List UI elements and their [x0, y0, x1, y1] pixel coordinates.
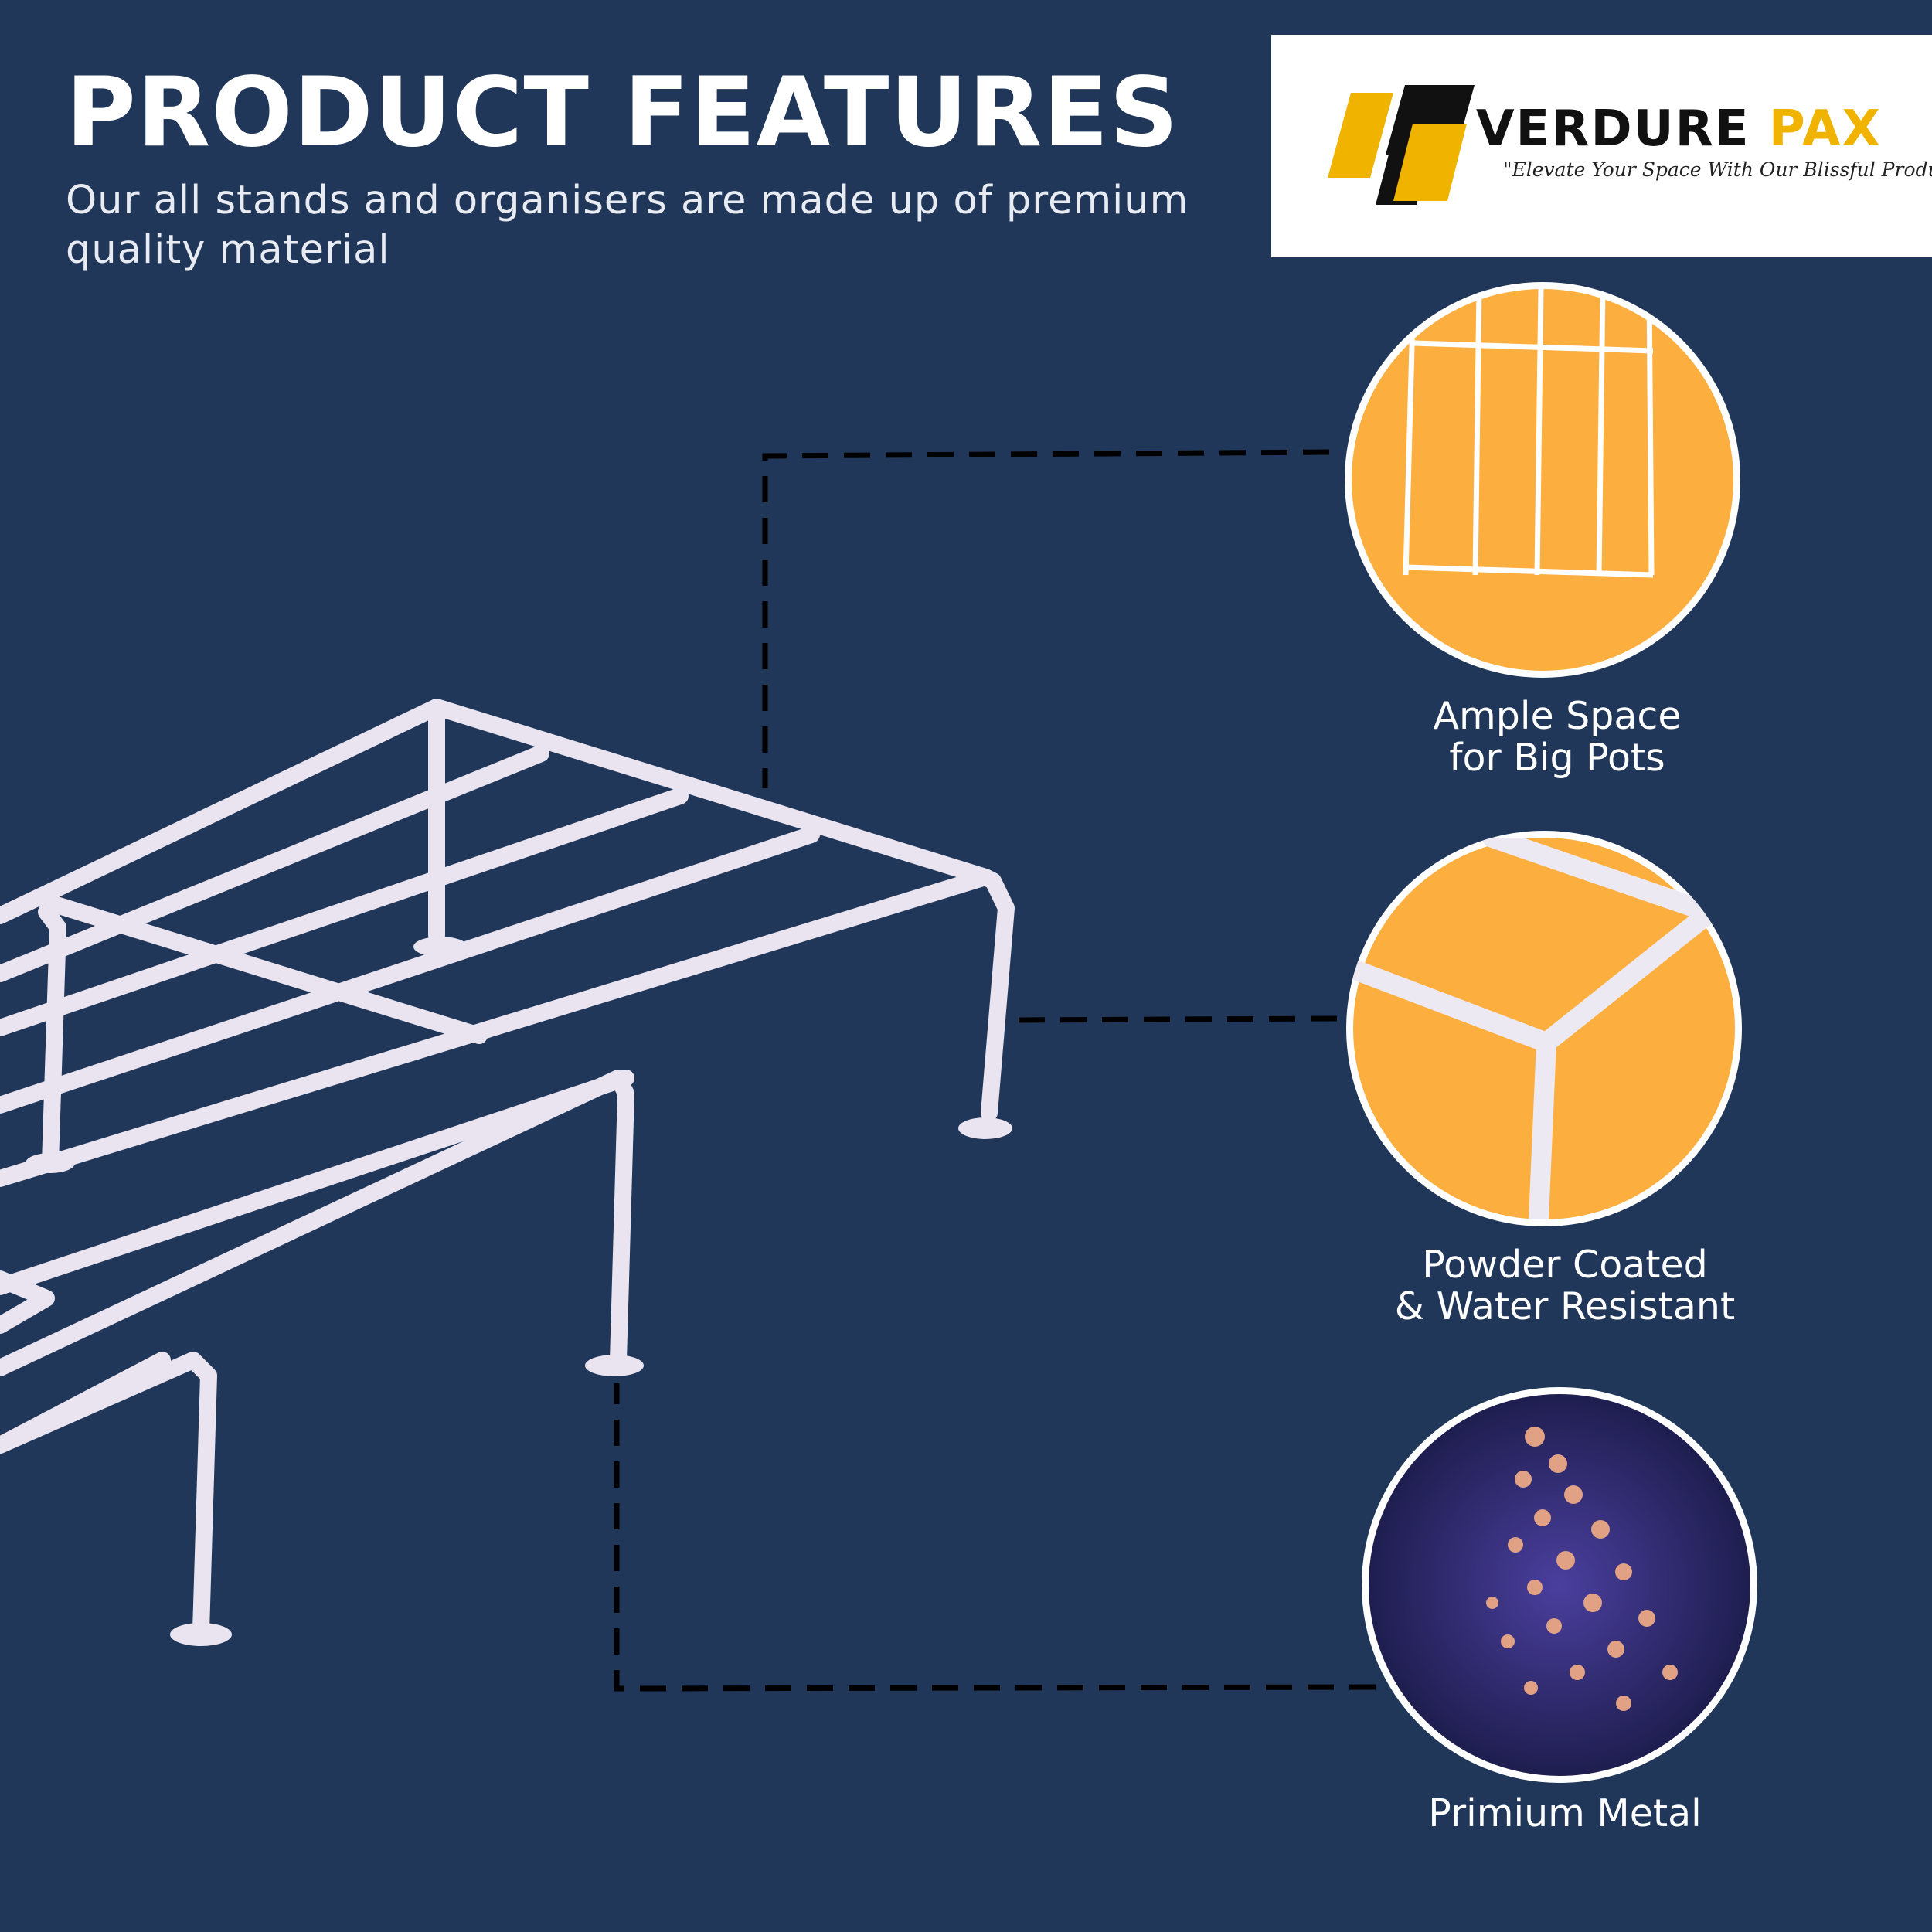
page-title: PRODUCT FEATURES [66, 57, 1179, 168]
feature-label-powder-coated: Powder Coated & Water Resistant [1394, 1243, 1736, 1328]
feature-label-metal: Primium Metal [1428, 1791, 1702, 1835]
feature-circle-ample-space [1345, 282, 1740, 678]
feature-circle-metal [1362, 1387, 1757, 1783]
feature-label-ample-space: Ample Space for Big Pots [1433, 694, 1682, 780]
brand-name-primary: VERDURE [1476, 100, 1750, 158]
brand-logo: VERDURE PAX "Elevate Your Space With Our… [1271, 35, 1932, 257]
brand-name: VERDURE PAX [1476, 100, 1882, 158]
wire-grid-icon [1352, 289, 1733, 671]
feature-circle-powder-coated [1346, 831, 1742, 1226]
coated-joint-icon [1353, 838, 1735, 1219]
connector-metal [614, 1383, 1376, 1692]
logo-mark-icon [1328, 85, 1475, 205]
dashed-connectors [614, 449, 1376, 1692]
brand-tagline: "Elevate Your Space With Our Blissful Pr… [1503, 158, 1932, 181]
brand-name-accent: PAX [1768, 100, 1882, 158]
connector-powder-coated [1012, 1015, 1338, 1023]
stand-feet [26, 937, 1012, 1646]
page-subtitle: Our all stands and organisers are made u… [66, 178, 1189, 273]
connector-ample-space [762, 449, 1330, 788]
wire-stand-icon [0, 699, 1015, 1639]
metal-rods-icon [1369, 1394, 1750, 1776]
